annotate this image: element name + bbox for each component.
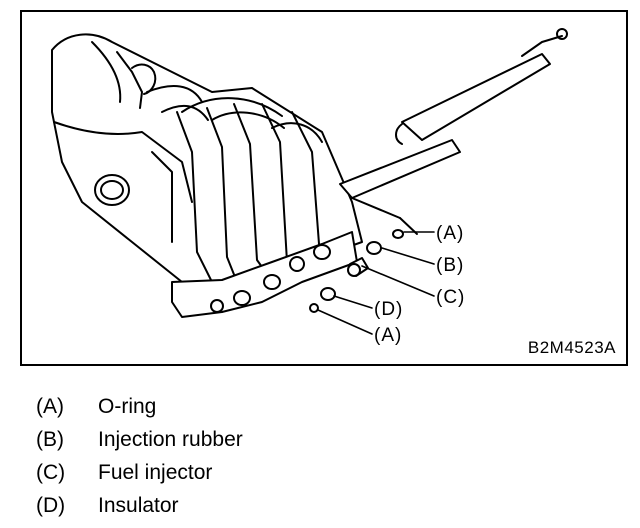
callout-c: (C) — [436, 287, 465, 308]
manifold-flange — [171, 231, 358, 318]
legend-item: (C) Fuel injector — [36, 456, 596, 489]
callout-d: (D) — [374, 299, 403, 320]
legend-key: (D) — [36, 494, 66, 517]
legend-text: Insulator — [98, 494, 179, 517]
exploded-parts — [309, 229, 404, 313]
legend-text: Fuel injector — [98, 461, 213, 484]
legend-item: (D) Insulator — [36, 489, 596, 522]
parts-legend: (A) O-ring (B) Injection rubber (C) Fuel… — [36, 390, 596, 522]
figure-frame: (A) (B) (C) (D) (A) B2M4523A — [20, 10, 628, 366]
legend-item: (B) Injection rubber — [36, 423, 596, 456]
leader-lines — [317, 231, 435, 335]
intake-manifold — [51, 33, 363, 313]
callout-a-upper: (A) — [436, 223, 464, 244]
legend-text: Injection rubber — [98, 428, 243, 451]
legend-text: O-ring — [98, 395, 157, 418]
callout-a-lower: (A) — [374, 325, 402, 346]
legend-item: (A) O-ring — [36, 390, 596, 423]
exploded-view-diagram: (A) (B) (C) (D) (A) — [51, 28, 568, 346]
figure-id: B2M4523A — [527, 338, 616, 357]
legend-key: (A) — [36, 395, 64, 418]
fuel-pipe — [339, 28, 568, 235]
legend-key: (B) — [36, 428, 64, 451]
legend-key: (C) — [36, 461, 66, 484]
callout-b: (B) — [436, 255, 464, 276]
